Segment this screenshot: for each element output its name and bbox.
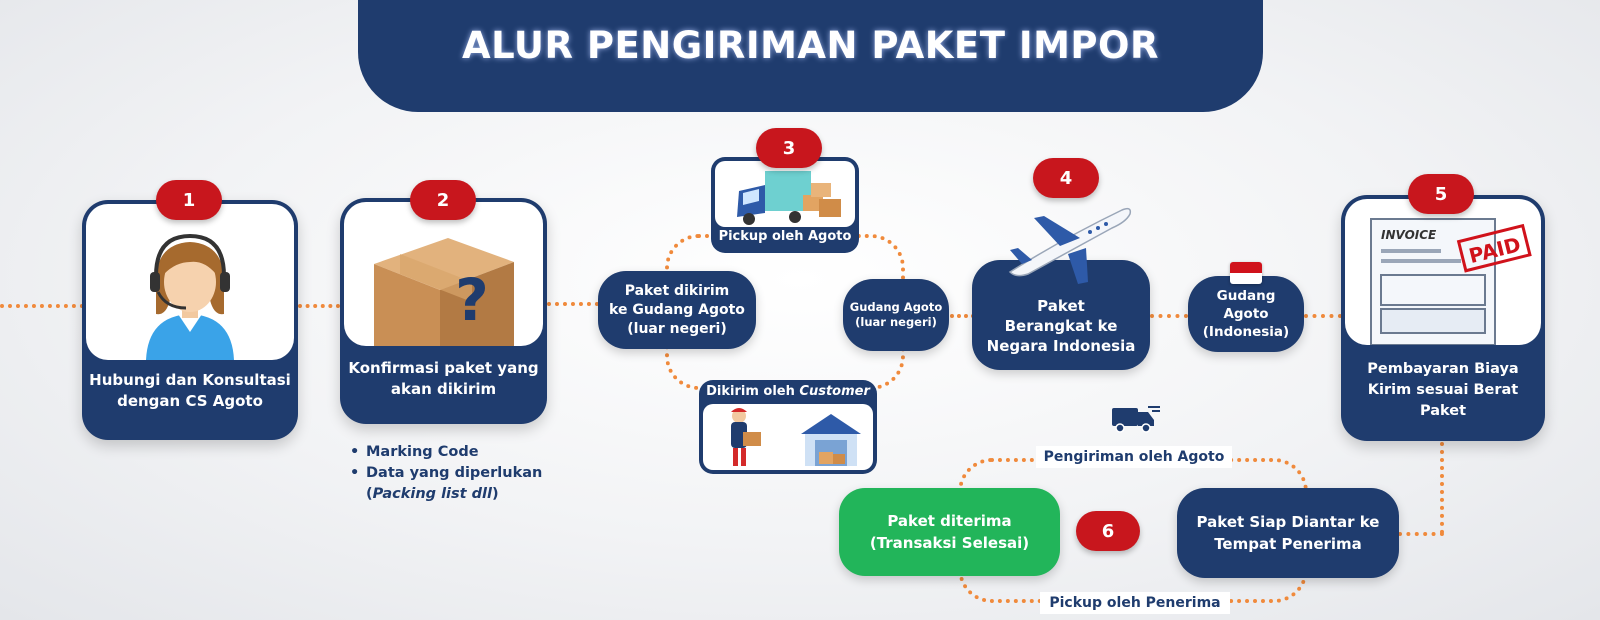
connector-line	[950, 314, 975, 318]
fast-truck-icon	[1112, 406, 1160, 433]
step-3-center-pill: Paket dikirim ke Gudang Agoto (luar nege…	[598, 271, 756, 349]
customer-dropoff-card: Dikirim oleh Customer	[699, 380, 877, 474]
paid-invoice-icon: INVOICE PAID	[1370, 218, 1532, 345]
connector-line	[1440, 442, 1444, 534]
page-title: ALUR PENGIRIMAN PAKET IMPOR	[462, 23, 1159, 67]
note-marking-code: Marking Code	[348, 442, 542, 463]
title-banner: ALUR PENGIRIMAN PAKET IMPOR	[358, 0, 1263, 112]
step-1-label-line1: Hubungi dan Konsultasi	[89, 371, 291, 389]
step-2-label-line2: akan dikirim	[390, 380, 497, 398]
step-2-label-line1: Konfirmasi paket yang	[348, 359, 539, 377]
connector-line	[1398, 532, 1444, 536]
step-4-badge: 4	[1033, 158, 1099, 198]
step-1-image	[86, 204, 294, 360]
warehouse-abroad-pill: Gudang Agoto (luar negeri)	[843, 279, 949, 351]
step-5-card: INVOICE PAID Pembayaran Biaya Kirim sesu…	[1341, 195, 1545, 441]
step-1-card: Hubungi dan Konsultasi dengan CS Agoto	[82, 200, 298, 440]
step-5-image: INVOICE PAID	[1345, 199, 1541, 345]
step-2-notes: Marking Code Data yang diperlukan (Packi…	[348, 442, 542, 505]
connector-line	[1304, 314, 1342, 318]
delivery-by-agoto-label: Pengiriman oleh Agoto	[1036, 446, 1232, 468]
step-4-card: Paket Berangkat ke Negara Indonesia	[972, 260, 1150, 370]
step-2-card: ? Konfirmasi paket yang akan dikirim	[340, 198, 547, 424]
pickup-by-recipient-label: Pickup oleh Penerima	[1040, 592, 1230, 614]
courier-warehouse-icon	[731, 408, 861, 466]
customer-dropoff-label: Dikirim oleh Customer	[706, 384, 870, 399]
mystery-box-icon: ?	[374, 238, 514, 346]
pickup-agoto-label: Pickup oleh Agoto	[718, 229, 852, 244]
connector-line	[298, 304, 340, 308]
warehouse-indonesia-pill: Gudang Agoto (Indonesia)	[1188, 276, 1304, 352]
ready-to-deliver-pill: Paket Siap Diantar ke Tempat Penerima	[1177, 488, 1399, 578]
step-1-label-line2: dengan CS Agoto	[117, 392, 263, 410]
package-received-pill: Paket diterima (Transaksi Selesai)	[839, 488, 1060, 576]
step-2-badge: 2	[410, 180, 476, 220]
note-packing-list: Packing list dll	[372, 486, 492, 502]
connector-line	[547, 302, 599, 306]
step-1-badge: 1	[156, 180, 222, 220]
svg-text:?: ?	[455, 266, 489, 334]
svg-text:INVOICE: INVOICE	[1381, 228, 1437, 242]
delivery-truck-icon	[737, 171, 841, 225]
connector-line	[1150, 314, 1188, 318]
note-required-data: Data yang diperlukan (Packing list dll)	[348, 463, 542, 505]
step-5-badge: 5	[1408, 174, 1474, 214]
connector-line	[0, 304, 84, 308]
step-2-image: ?	[344, 202, 543, 346]
pickup-agoto-card: Pickup oleh Agoto	[711, 157, 859, 253]
step-3-badge: 3	[756, 128, 822, 168]
airplane-icon	[1008, 207, 1132, 284]
note-required-data-line1: Data yang diperlukan	[366, 465, 543, 481]
indonesia-flag-icon	[1230, 262, 1262, 284]
step-6-badge: 6	[1076, 511, 1140, 551]
customer-service-agent-icon	[146, 233, 234, 360]
